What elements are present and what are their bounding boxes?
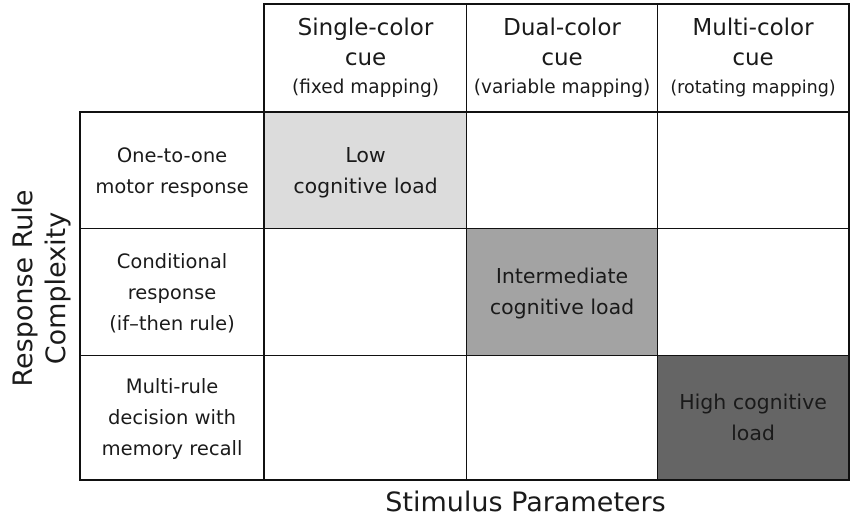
column-header-title: Single-color — [297, 15, 434, 41]
high-load-label-line-2: load — [731, 420, 775, 445]
row-header-line: decision with — [108, 406, 236, 429]
low-load-label-line-1: Low — [345, 142, 386, 167]
column-header-title: cue — [344, 45, 387, 71]
column-header-single-color: Single-color cue (fixed mapping) — [265, 5, 466, 111]
column-header-title: Dual-color — [503, 15, 621, 41]
row-header-line: Conditional — [116, 249, 228, 273]
intermediate-load-cell: Intermediate cognitive load — [467, 229, 657, 355]
intermediate-load-label-line-2: cognitive load — [489, 295, 635, 319]
high-load-cell: High cognitive load — [658, 356, 848, 479]
grid-header-divider — [79, 111, 850, 113]
y-axis-label-line-1: Response Rule — [8, 189, 39, 387]
grid-right-border — [848, 3, 850, 481]
row-header-line: (if–then rule) — [109, 311, 235, 335]
high-load-label-line-1: High cognitive — [679, 389, 827, 414]
column-header-dual-color: Dual-color cue (variable mapping) — [467, 5, 657, 111]
y-axis-label: Response Rule Complexity — [7, 189, 73, 386]
grid-top-border — [263, 3, 850, 5]
column-header-title: cue — [541, 45, 583, 71]
column-header-title: cue — [732, 45, 774, 71]
grid-col-divider-2 — [466, 3, 467, 481]
grid-col-divider-3 — [657, 3, 658, 481]
row-header-line: motor response — [95, 174, 249, 198]
row-header-line: Multi-rule — [125, 375, 219, 398]
row-header-conditional: Conditional response (if–then rule) — [81, 229, 263, 355]
column-header-title: Multi-color — [692, 15, 814, 41]
row-header-line: response — [127, 280, 217, 304]
row-header-one-to-one: One-to-one motor response — [81, 113, 263, 228]
low-load-cell: Low cognitive load — [265, 113, 466, 228]
grid-row-divider-2 — [79, 355, 850, 356]
grid-bottom-border — [79, 479, 850, 481]
y-axis-label-line-2: Complexity — [41, 211, 72, 365]
grid-row-divider-1 — [79, 228, 850, 229]
column-header-subtitle: (fixed mapping) — [292, 77, 439, 98]
row-header-multi-rule: Multi-rule decision with memory recall — [81, 356, 263, 479]
grid-col-divider-1 — [263, 3, 265, 481]
row-header-line: One-to-one — [116, 143, 228, 167]
low-load-label-line-2: cognitive load — [293, 173, 438, 198]
intermediate-load-label-line-1: Intermediate — [495, 264, 629, 288]
row-header-line: memory recall — [101, 437, 243, 460]
x-axis-label: Stimulus Parameters — [385, 487, 666, 518]
column-header-subtitle: (variable mapping) — [473, 77, 651, 98]
column-header-subtitle: (rotating mapping) — [670, 78, 836, 98]
column-header-multi-color: Multi-color cue (rotating mapping) — [658, 5, 848, 111]
grid-left-border — [79, 111, 81, 481]
